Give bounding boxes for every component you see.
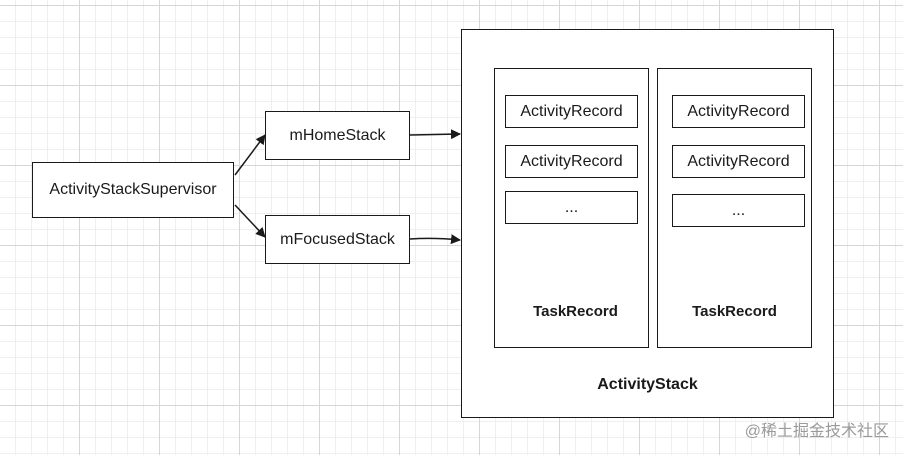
activity-stack-label: ActivityStack xyxy=(597,376,698,393)
task-record-2-label: TaskRecord xyxy=(692,302,777,320)
focused-stack-label: mFocusedStack xyxy=(280,230,395,248)
activity-record-1-2: ActivityRecord xyxy=(505,145,638,178)
task-record-1-label: TaskRecord xyxy=(533,302,618,320)
watermark-text: @稀土掘金技术社区 xyxy=(744,423,889,440)
ellipsis-label: ... xyxy=(564,198,579,216)
activity-record-2-1: ActivityRecord xyxy=(672,95,805,128)
ellipsis-label: ... xyxy=(731,201,746,219)
arrow-supervisor-to-focused-stack xyxy=(234,204,266,238)
activity-record-1-ellipsis: ... xyxy=(505,191,638,224)
activity-record-label: ActivityRecord xyxy=(520,152,623,170)
activity-record-label: ActivityRecord xyxy=(520,102,623,120)
activity-record-label: ActivityRecord xyxy=(687,152,790,170)
supervisor-node: ActivityStackSupervisor xyxy=(32,162,234,218)
supervisor-label: ActivityStackSupervisor xyxy=(49,181,217,198)
activity-record-label: ActivityRecord xyxy=(687,102,790,120)
activity-record-1-1: ActivityRecord xyxy=(505,95,638,128)
arrow-home-stack-to-activity-stack xyxy=(409,129,461,140)
focused-stack-node: mFocusedStack xyxy=(265,215,410,264)
arrow-focused-stack-to-activity-stack xyxy=(409,234,461,245)
home-stack-node: mHomeStack xyxy=(265,111,410,160)
activity-record-2-2: ActivityRecord xyxy=(672,145,805,178)
activity-record-2-ellipsis: ... xyxy=(672,194,805,227)
arrow-supervisor-to-home-stack xyxy=(234,134,266,176)
home-stack-label: mHomeStack xyxy=(289,126,386,144)
